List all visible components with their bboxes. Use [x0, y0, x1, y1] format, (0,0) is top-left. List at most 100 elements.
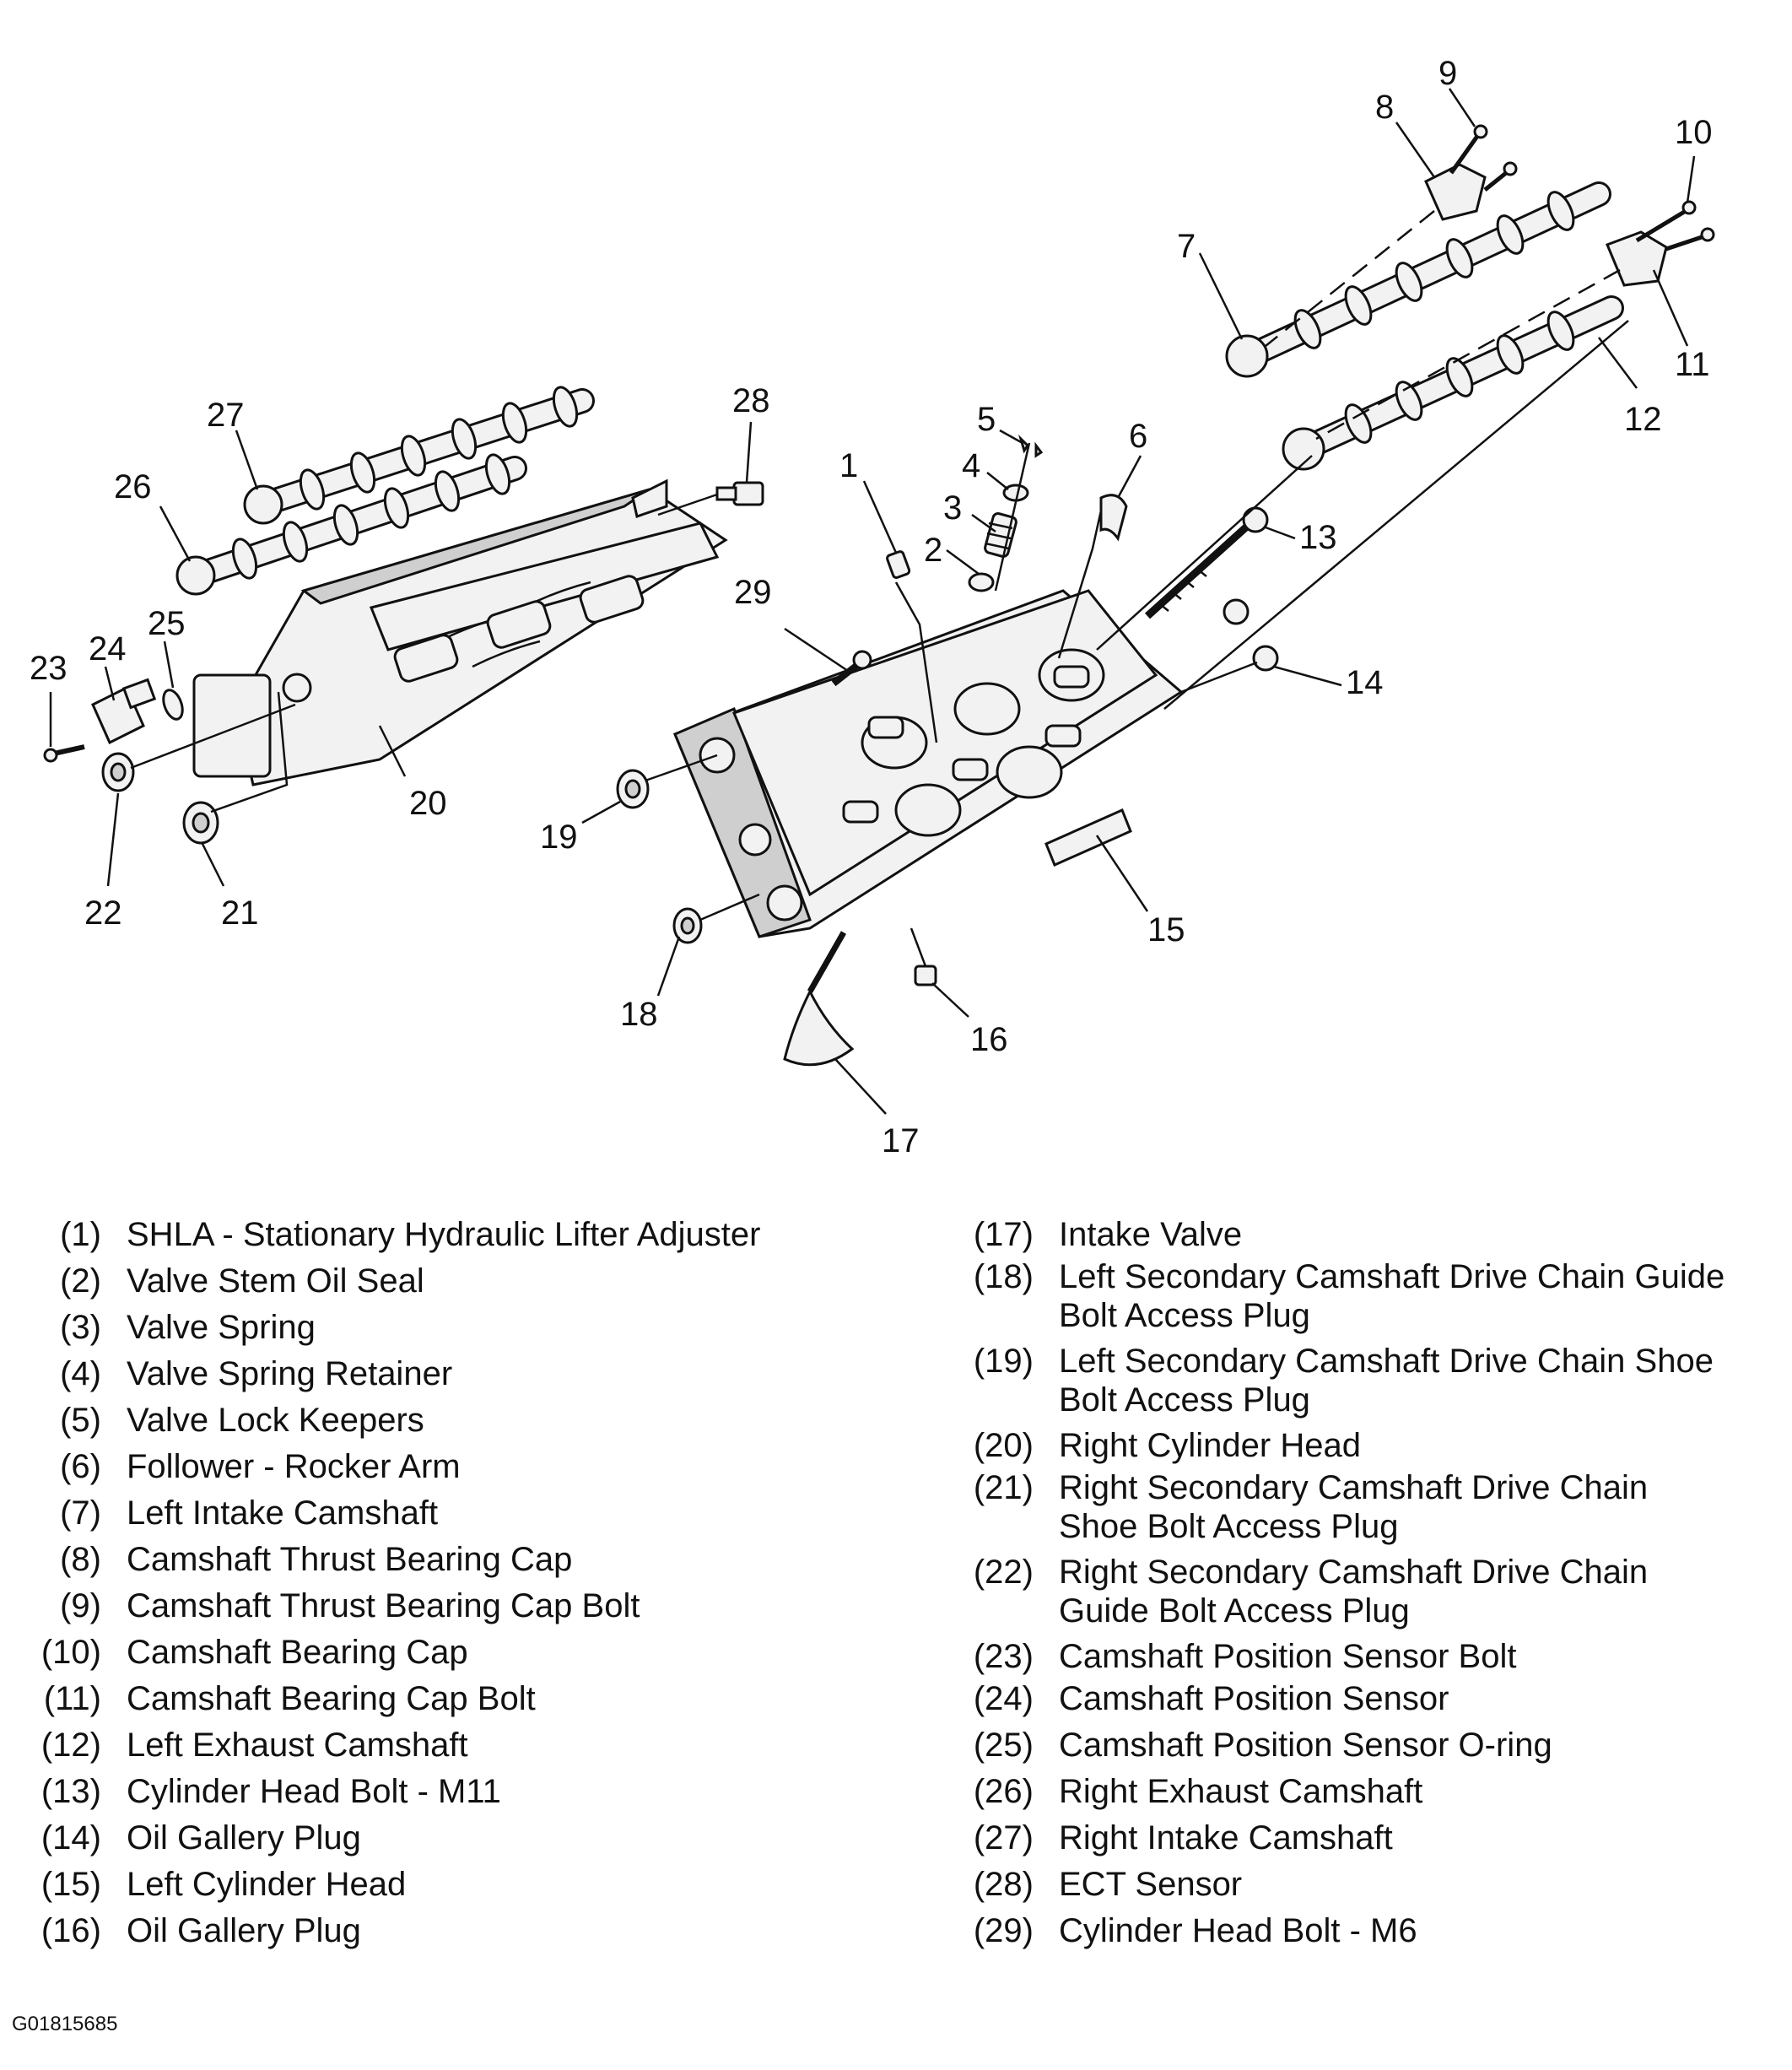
camshaft-position-sensor-o-ring: [162, 689, 184, 721]
legend-item: (20) Right Cylinder Head: [928, 1426, 1361, 1465]
callout-16: 16: [970, 1021, 1008, 1058]
legend-item: (1)SHLA - Stationary Hydraulic Lifter Ad…: [0, 1215, 760, 1254]
legend-text-continued: Bolt Access Plug: [1059, 1297, 1310, 1334]
callout-14: 14: [1346, 664, 1384, 701]
callout-27: 27: [207, 397, 245, 434]
legend-item: (12)Left Exhaust Camshaft: [0, 1726, 468, 1765]
camshaft-bearing-cap-bolt: [1635, 200, 1715, 251]
callout-22: 22: [84, 894, 122, 932]
legend-number: (17): [973, 1216, 1034, 1253]
legend-number: (13): [40, 1773, 101, 1810]
legend-item: (8)Camshaft Thrust Bearing Cap: [0, 1540, 572, 1579]
legend-item: (24) Camshaft Position Sensor: [928, 1679, 1449, 1718]
callout-15: 15: [1147, 911, 1185, 949]
shla-lifter-adjuster: [886, 550, 938, 743]
legend-item: (25)Camshaft Position Sensor O-ring: [928, 1726, 1552, 1765]
legend-item: (13) Cylinder Head Bolt - M11: [0, 1772, 501, 1811]
legend-text: Cylinder Head Bolt - M11: [127, 1773, 501, 1810]
legend-text: Right Cylinder Head: [1059, 1427, 1361, 1464]
legend-item: (27)Right Intake Camshaft: [928, 1819, 1393, 1857]
legend-number: (20): [973, 1427, 1034, 1464]
legend-item: (9) Camshaft Thrust Bearing Cap Bolt: [0, 1586, 640, 1625]
legend-item: (3) Valve Spring: [0, 1308, 316, 1347]
legend-item: (4)Valve Spring Retainer: [0, 1354, 452, 1393]
legend-number: (16): [40, 1912, 101, 1949]
intake-valve: [783, 931, 855, 1067]
legend-number: (24): [973, 1680, 1034, 1717]
rocker-arm-follower: [1057, 494, 1128, 659]
legend-text: Camshaft Thrust Bearing Cap Bolt: [127, 1587, 640, 1624]
legend-text: Right Intake Camshaft: [1059, 1819, 1393, 1857]
legend-text: Right Exhaust Camshaft: [1059, 1773, 1423, 1810]
figure-id: G01815685: [12, 2013, 118, 2035]
legend-text: Follower - Rocker Arm: [127, 1448, 461, 1485]
callout-18: 18: [620, 996, 658, 1033]
left-guide-access-plug: [672, 893, 760, 944]
legend-text: Valve Spring: [127, 1309, 316, 1346]
legend-item: (7) Left Intake Camshaft: [0, 1494, 438, 1532]
callout-25: 25: [148, 605, 186, 642]
legend-text: Camshaft Position Sensor O-ring: [1059, 1727, 1552, 1764]
camshaft-position-sensor: [91, 678, 157, 745]
legend-number: (4): [60, 1355, 101, 1392]
legend-text: Camshaft Position Sensor: [1059, 1680, 1449, 1717]
legend-text-block: ECT Sensor: [1059, 1865, 1242, 1904]
legend-text: Left Intake Camshaft: [127, 1494, 439, 1532]
callout-11: 11: [1675, 346, 1710, 383]
legend-number: (5): [60, 1402, 101, 1439]
legend-number: (10): [40, 1634, 101, 1671]
legend-number: (22): [973, 1554, 1034, 1591]
legend-text: Left Secondary Camshaft Drive Chain Shoe: [1059, 1343, 1714, 1380]
callout-13: 13: [1299, 519, 1337, 556]
legend-number: (3): [60, 1309, 101, 1346]
legend-number: (9): [60, 1587, 101, 1624]
legend-item: (22) Right Secondary Camshaft Drive Chain…: [928, 1553, 1648, 1630]
oil-gallery-plug-14: [1180, 598, 1279, 694]
legend-item: (18)Left Secondary Camshaft Drive Chain …: [928, 1257, 1725, 1335]
legend-number: (7): [60, 1494, 101, 1532]
callout-21: 21: [221, 894, 259, 932]
legend-text: Valve Stem Oil Seal: [127, 1262, 424, 1300]
legend-item: (17)Intake Valve: [928, 1215, 1242, 1254]
valve-stem-oil-seal: [968, 572, 995, 592]
parts-legend: (1)SHLA - Stationary Hydraulic Lifter Ad…: [0, 1215, 1792, 1975]
camshaft-thrust-bearing-cap-bolt: [1449, 124, 1518, 192]
legend-text-block: Left Secondary Camshaft Drive Chain Shoe…: [1059, 1342, 1714, 1419]
left-shoe-access-plug: [616, 754, 718, 809]
legend-number: (14): [40, 1819, 101, 1857]
callout-2: 2: [924, 532, 942, 569]
legend-text: Valve Lock Keepers: [127, 1402, 424, 1439]
camshaft-bearing-cap: [1315, 230, 1668, 440]
legend-item: (16) Oil Gallery Plug: [0, 1911, 361, 1950]
legend-item: (29)Cylinder Head Bolt - M6: [928, 1911, 1417, 1950]
left-cylinder-head: [673, 589, 1184, 938]
legend-item: (6)Follower - Rocker Arm: [0, 1447, 461, 1486]
camshaft-position-sensor-bolt: [43, 744, 85, 763]
legend-item: (15)Left Cylinder Head: [0, 1865, 406, 1904]
legend-item: (23)Camshaft Position Sensor Bolt: [928, 1637, 1517, 1676]
legend-text: Camshaft Bearing Cap Bolt: [127, 1680, 536, 1717]
legend-item: (2)Valve Stem Oil Seal: [0, 1262, 424, 1300]
callout-5: 5: [977, 401, 996, 438]
callout-19: 19: [540, 819, 578, 856]
legend-text: Cylinder Head Bolt - M6: [1059, 1912, 1417, 1949]
cylinder-head-bolt-m6: [831, 650, 872, 687]
callout-20: 20: [409, 785, 447, 822]
legend-text-continued: Guide Bolt Access Plug: [1059, 1592, 1410, 1630]
right-shoe-access-plug: [182, 691, 289, 845]
callout-1: 1: [839, 447, 858, 484]
legend-text: Right Secondary Camshaft Drive Chain: [1059, 1554, 1649, 1591]
legend-number: (1): [60, 1216, 101, 1253]
callout-10: 10: [1675, 114, 1713, 151]
legend-item: (14) Oil Gallery Plug: [0, 1819, 361, 1857]
legend-number: (11): [43, 1680, 101, 1717]
callout-28: 28: [732, 382, 770, 419]
legend-text: Oil Gallery Plug: [127, 1912, 361, 1949]
ect-sensor: [657, 481, 764, 516]
legend-text: Oil Gallery Plug: [127, 1819, 361, 1857]
right-exhaust-camshaft: [175, 453, 527, 596]
legend-number: (23): [973, 1638, 1034, 1675]
legend-item: (10)Camshaft Bearing Cap: [0, 1633, 468, 1672]
